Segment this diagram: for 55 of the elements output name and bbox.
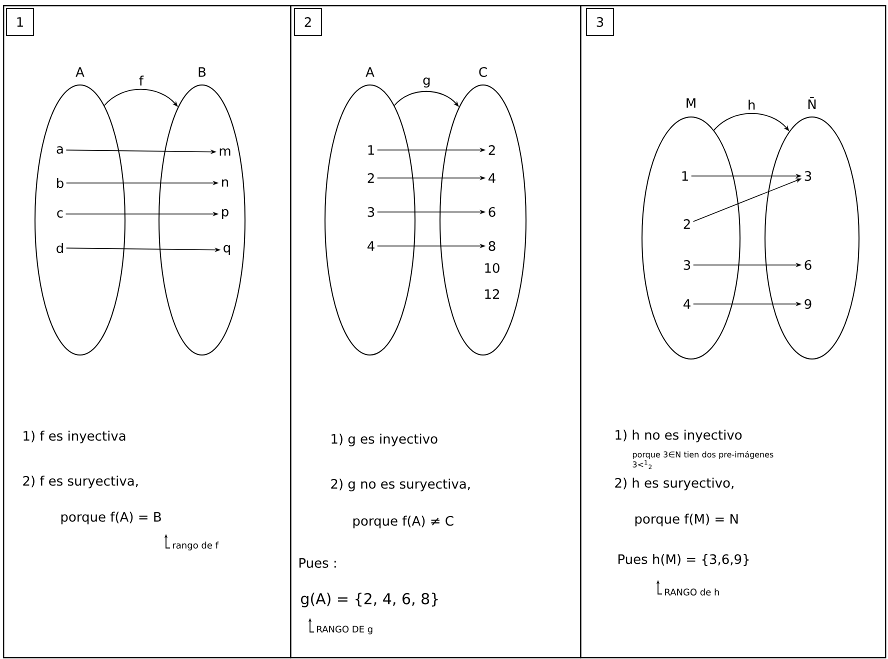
node-label: A	[366, 67, 374, 77]
range-note: rango de f	[173, 542, 219, 550]
edge-label: g	[423, 78, 430, 88]
edge-label: h	[748, 100, 755, 110]
number-box: 2	[294, 8, 322, 36]
element-label: 12	[485, 289, 499, 299]
statement-text: 1) f es inyectiva	[24, 430, 126, 444]
element-label: 1	[368, 145, 374, 155]
element-label: 2	[684, 219, 690, 229]
element-label: 2	[488, 145, 495, 155]
statement-text: 1) h no es inyectivo	[616, 430, 742, 442]
statement-text: porque f(A) ≠ C	[353, 516, 454, 528]
element-label: a	[56, 146, 63, 154]
element-label: 4	[368, 241, 374, 251]
range-note: RANGO de h	[665, 588, 719, 596]
statement-text: porque f(M) = N	[635, 514, 738, 526]
number-box: 3	[586, 8, 614, 36]
element-label: 6	[804, 260, 812, 270]
element-label: 6	[488, 207, 496, 217]
statement-text: 2) h es suryectivo,	[615, 478, 734, 490]
statement-text: 2) g no es suryectiva,	[331, 478, 470, 492]
element-label: d	[56, 242, 63, 254]
statement-text: g(A) = {2, 4, 6, 8}	[301, 592, 438, 608]
element-label: c	[57, 210, 63, 218]
panel-frame	[580, 5, 886, 658]
node-label: A	[76, 67, 84, 77]
element-label: n	[222, 179, 228, 187]
node-label: N̄	[808, 96, 816, 110]
element-label: m	[220, 148, 230, 156]
edge-label: f	[139, 76, 144, 86]
element-label: p	[222, 209, 228, 219]
statement-text: Pues :	[299, 558, 336, 568]
node-label: B	[198, 67, 206, 77]
node-label: C	[479, 67, 487, 77]
element-label: 3	[804, 171, 812, 181]
statement-text: 2) f es suryectiva,	[23, 476, 138, 488]
element-label: 4	[684, 299, 690, 309]
element-label: 2	[368, 173, 374, 183]
number-box: 1	[6, 8, 34, 36]
statement-text: 1) g es inyectivo	[332, 434, 438, 446]
element-label: 10	[485, 263, 500, 273]
element-label: 3	[684, 260, 690, 270]
element-label: 9	[804, 299, 812, 309]
statement-text: porque f(A) = B	[61, 512, 161, 524]
element-label: q	[224, 245, 230, 255]
range-note: RANGO DE g	[317, 626, 372, 634]
panel-frame	[290, 5, 582, 658]
statement-text: Pues h(M) = {3,6,9}	[618, 554, 749, 566]
element-label: b	[57, 178, 64, 188]
element-label: 4	[488, 173, 496, 183]
panel-frame	[3, 5, 292, 658]
element-label: 1	[682, 171, 688, 181]
element-label: 3	[368, 207, 374, 217]
node-label: M	[686, 98, 696, 108]
element-label: 8	[488, 241, 496, 251]
